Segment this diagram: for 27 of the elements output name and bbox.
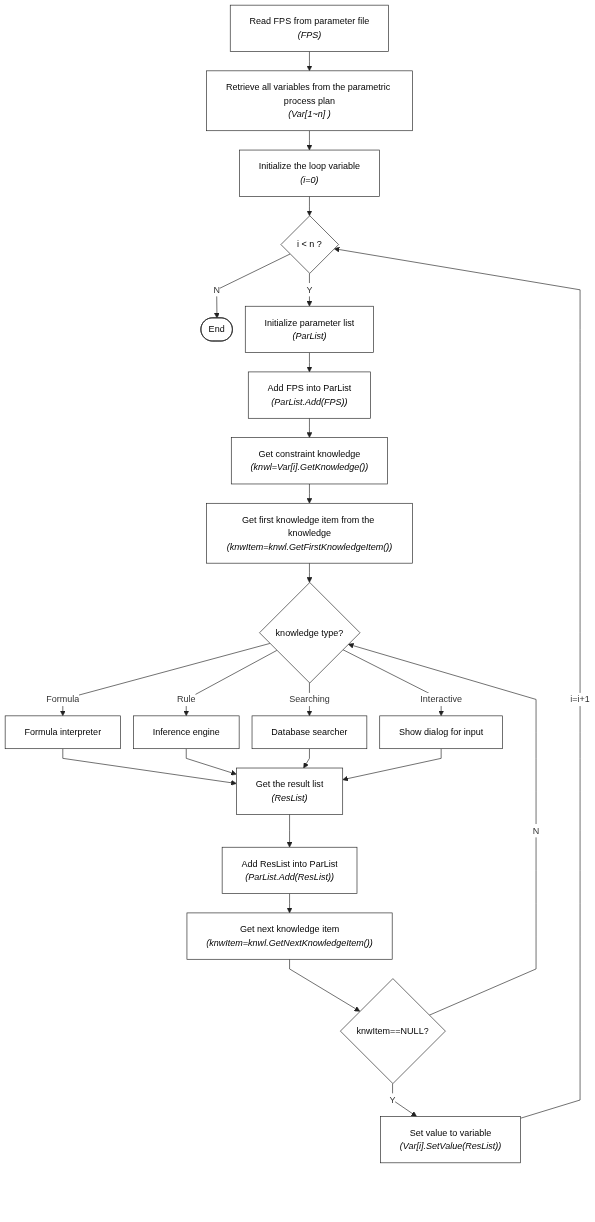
node-box: Initialize parameter list (ParList) [244,305,374,353]
node-box: Read FPS from parameter file (FPS) [229,4,389,52]
edge-label: N [532,825,540,836]
edge-label: Searching [289,693,330,705]
node-box: Initialize the loop variable (i=0) [239,149,380,197]
node-box: Add FPS into ParList (ParList.Add(FPS)) [247,371,371,419]
node-box: Set value to variable (Var[i].SetValue(ResList)) [380,1116,521,1164]
node-diamond: i < n ? [280,215,339,274]
node-box: Get first knowledge item from the knowledge (knwItem=knwl.GetFirstKnowledgeItem()) [206,502,413,564]
node-box: Retrieve all variables from the parametric process plan (Var[1~n] ) [206,70,413,132]
node-box: Get next knowledge item (knwItem=knwl.GetNextKnowledgeItem()) [186,912,393,960]
edge-label: Interactive [420,693,462,705]
node-box: Show dialog for input [379,715,503,750]
edge-label: Formula [46,693,80,705]
node-box: Add ResList into ParList (ParList.Add(ResList)) [221,846,358,894]
node-box: Formula interpreter [4,715,121,750]
edge-label: Rule [176,693,196,705]
node-box: Database searcher [251,715,368,750]
node-diamond: knwItem==NULL? [340,978,446,1084]
node-diamond: knowledge type? [259,582,361,684]
node-box: Get the result list (ResList) [236,767,344,815]
edge-label: i=i+1 [570,693,590,705]
edge-label: Y [306,284,313,295]
node-box: Inference engine [133,715,240,750]
node-box: Get constraint knowledge (knwl=Var[i].GetKnowledge()) [230,437,388,485]
edge-label: Y [389,1094,396,1105]
edge-label: N [213,284,220,295]
